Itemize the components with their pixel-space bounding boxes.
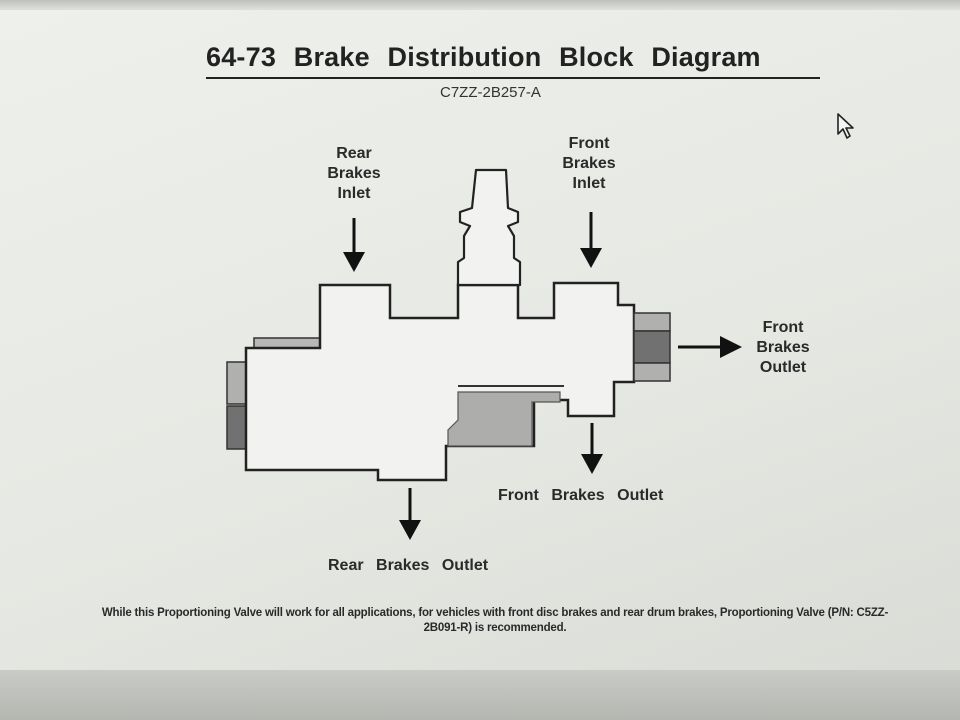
arrow-front-outlet-right xyxy=(678,336,742,358)
arrow-rear-outlet xyxy=(399,488,421,540)
top-stem xyxy=(456,168,522,287)
monitor-bezel-top xyxy=(0,0,960,10)
label-front-brakes-outlet-bottom: Front Brakes Outlet xyxy=(498,487,664,504)
label-rear-brakes-inlet: Rear Brakes Inlet xyxy=(327,145,381,202)
title-underline xyxy=(206,77,820,79)
diagram-title: 64-73 Brake Distribution Block Diagram xyxy=(206,42,761,72)
internal-valve-cavity xyxy=(447,391,561,447)
right-fitting-upper xyxy=(633,312,671,332)
mouse-cursor-icon xyxy=(837,113,854,139)
part-number: C7ZZ-2B257-A xyxy=(440,84,541,101)
recommendation-note: While this Proportioning Valve will work… xyxy=(101,607,889,634)
monitor-bezel-bottom xyxy=(0,670,960,720)
label-rear-brakes-outlet: Rear Brakes Outlet xyxy=(328,557,489,574)
arrow-front-inlet xyxy=(580,212,602,268)
label-front-brakes-outlet-right: Front Brakes Outlet xyxy=(756,319,810,376)
arrow-rear-inlet xyxy=(343,218,365,272)
arrow-front-outlet-bottom xyxy=(581,423,603,474)
distribution-block-body xyxy=(244,281,636,482)
label-front-brakes-inlet: Front Brakes Inlet xyxy=(562,135,616,192)
right-fitting-middle xyxy=(633,330,671,364)
right-fitting-lower xyxy=(633,362,671,382)
